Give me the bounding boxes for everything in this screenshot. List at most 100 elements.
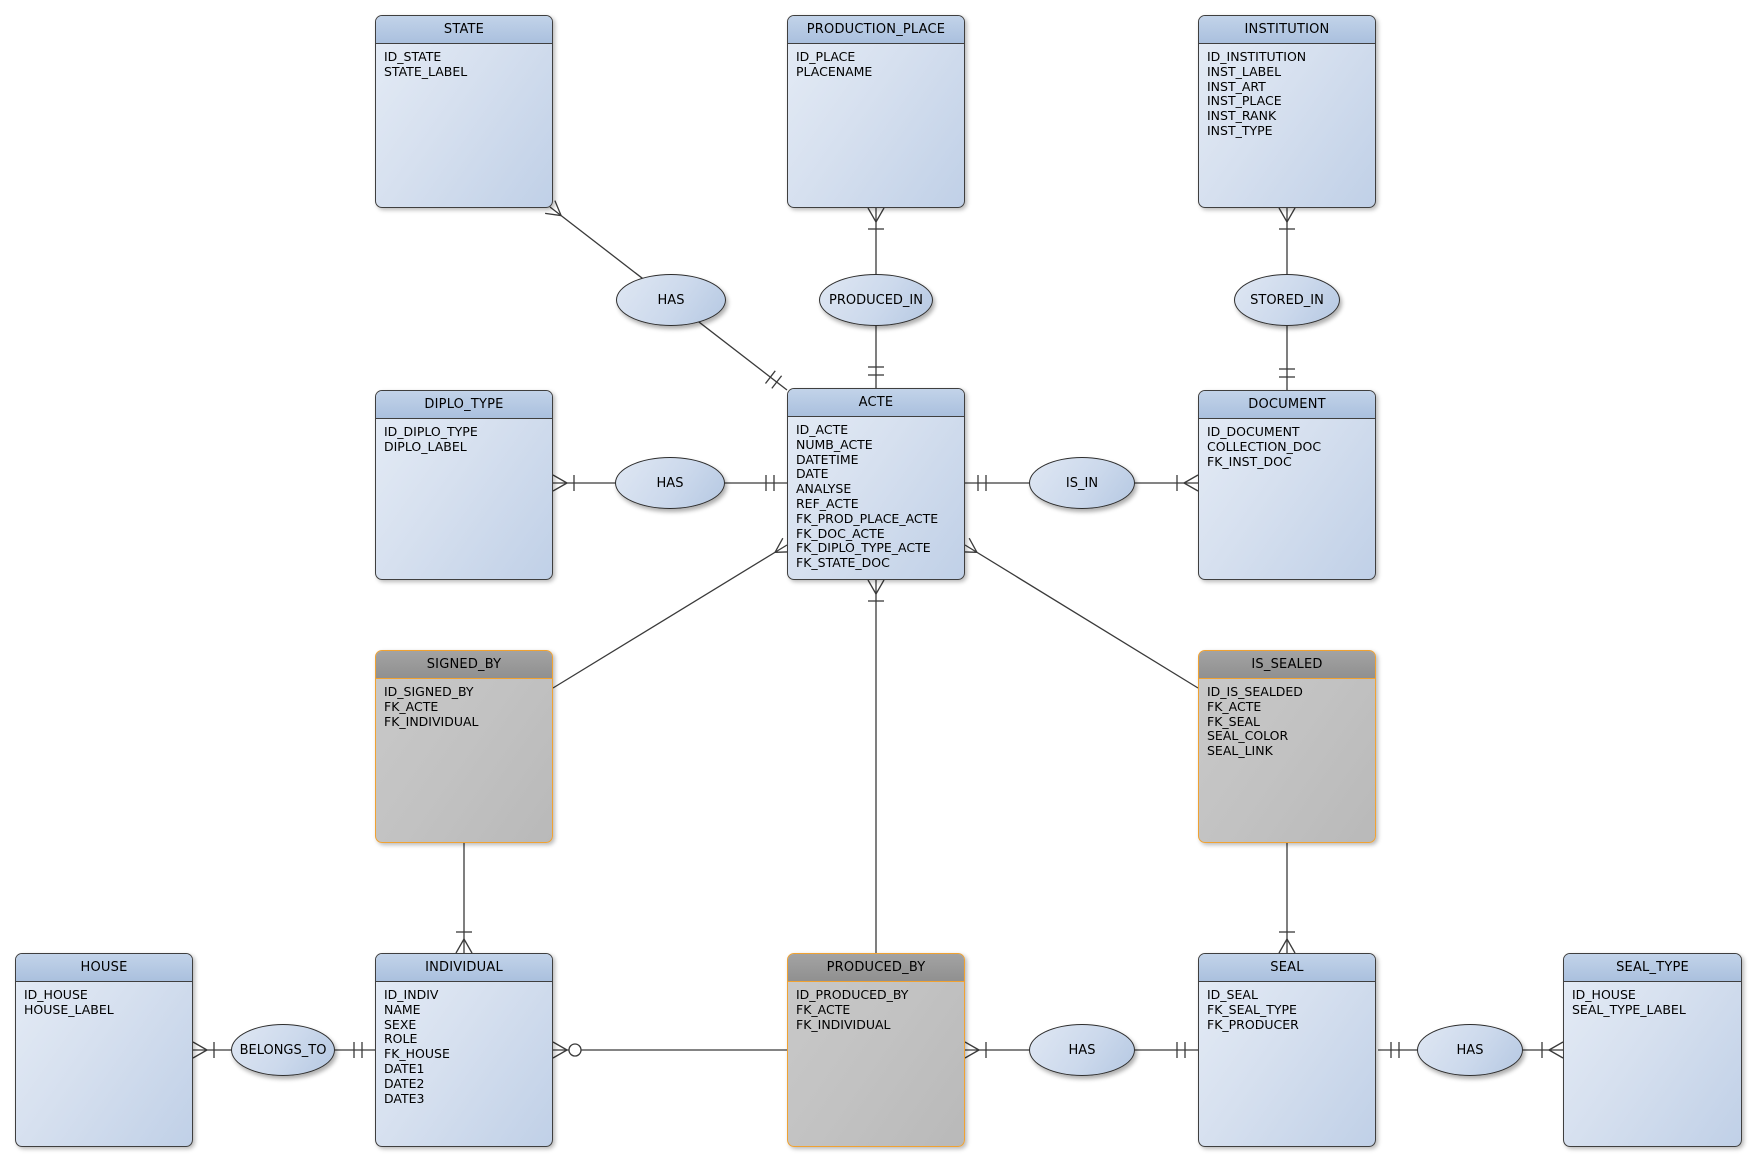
entity-field: FK_SEAL_TYPE <box>1207 1001 1297 1017</box>
connection-line <box>875 579 885 595</box>
entity-field: ROLE <box>384 1031 418 1047</box>
entity-field: ID_HOUSE <box>24 987 88 1002</box>
relation-label: BELONGS_TO <box>239 1042 327 1058</box>
cardinality-circle <box>568 1043 582 1057</box>
connection-line <box>1286 938 1296 954</box>
relation-label: IS_IN <box>1065 475 1099 491</box>
entity-field: SEAL_LINK <box>1207 743 1273 759</box>
relation-label: HAS <box>1456 1042 1484 1058</box>
entity-title: INDIVIDUAL <box>376 954 552 982</box>
entity-field: ID_DIPLO_TYPE <box>384 424 478 439</box>
relation-produced-in[interactable]: PRODUCED_IN <box>819 274 933 326</box>
connection-line <box>1548 1041 1564 1051</box>
entity-field: SEAL_TYPE_LABEL <box>1572 1001 1686 1017</box>
entity-title: SEAL_TYPE <box>1564 954 1741 982</box>
connection-line <box>771 375 783 389</box>
entity-field: HOUSE_LABEL <box>24 1001 114 1017</box>
entity-field: FK_SEAL <box>1207 713 1260 729</box>
entity-field: FK_INDIVIDUAL <box>796 1016 891 1032</box>
connection-line <box>552 1041 568 1051</box>
entity-field: FK_DIPLO_TYPE_ACTE <box>796 540 931 556</box>
entity-field: DATETIME <box>796 451 859 467</box>
connection-line <box>1278 938 1288 954</box>
entity-field: ID_SEAL <box>1207 987 1258 1002</box>
entity-title: IS_SEALED <box>1199 651 1375 679</box>
relation-is-in[interactable]: IS_IN <box>1029 457 1135 509</box>
entity-title: DOCUMENT <box>1199 391 1375 419</box>
entity-title: STATE <box>376 16 552 44</box>
connection-line <box>192 1049 208 1059</box>
entity-title: SIGNED_BY <box>376 651 552 679</box>
entity-field: FK_PRODUCER <box>1207 1016 1299 1032</box>
entity-field: DIPLO_LABEL <box>384 438 467 454</box>
entity-field: FK_ACTE <box>384 698 439 714</box>
relation-has-state-acte[interactable]: HAS <box>616 274 726 326</box>
entity-title: INSTITUTION <box>1199 16 1375 44</box>
entity-field: DATE2 <box>384 1075 425 1091</box>
entity-field: ANALYSE <box>796 481 852 497</box>
connection-line <box>192 1041 208 1051</box>
entity-field: INST_LABEL <box>1207 63 1282 79</box>
relation-label: HAS <box>656 475 684 491</box>
connection-line <box>552 482 568 492</box>
entity-field: ID_INDIV <box>384 987 439 1002</box>
entity-field: DATE3 <box>384 1090 425 1106</box>
relation-has-seal-sealtype[interactable]: HAS <box>1417 1024 1523 1076</box>
connection-line <box>545 212 562 217</box>
entity-title: PRODUCTION_PLACE <box>788 16 964 44</box>
entity-field: ID_DOCUMENT <box>1207 424 1300 439</box>
entity-field: STATE_LABEL <box>384 63 468 79</box>
entity-field: DATE <box>796 466 829 482</box>
entity-field: PLACENAME <box>796 63 873 79</box>
entity-field: FK_PROD_PLACE_ACTE <box>796 510 939 526</box>
connection-line <box>463 938 473 954</box>
connection-line <box>764 370 776 384</box>
entity-field: ID_PRODUCED_BY <box>796 987 909 1002</box>
entity-field: ID_STATE <box>384 49 442 64</box>
entity-field: NAME <box>384 1001 421 1017</box>
relation-has-producedby-seal[interactable]: HAS <box>1029 1024 1135 1076</box>
relation-label: STORED_IN <box>1250 292 1324 308</box>
relation-label: HAS <box>657 292 685 308</box>
entity-title: HOUSE <box>16 954 192 982</box>
entity-field: ID_INSTITUTION <box>1207 49 1307 64</box>
entity-field: ID_SIGNED_BY <box>384 684 474 699</box>
connection-line <box>552 1049 568 1059</box>
connection-line <box>968 537 978 553</box>
entity-field: ID_IS_SEALDED <box>1207 684 1303 699</box>
connection-line <box>554 200 562 216</box>
entity-field: NUMB_ACTE <box>796 436 873 452</box>
connection-line <box>964 1049 980 1059</box>
entity-field: SEAL_COLOR <box>1207 728 1289 744</box>
entity-title: DIPLO_TYPE <box>376 391 552 419</box>
connection-line <box>774 537 784 553</box>
entity-title: PRODUCED_BY <box>788 954 964 982</box>
relation-belongs-to[interactable]: BELONGS_TO <box>231 1024 335 1076</box>
relation-has-diplo-acte[interactable]: HAS <box>615 457 725 509</box>
relation-stored-in[interactable]: STORED_IN <box>1234 274 1340 326</box>
connection-line <box>455 938 465 954</box>
entity-field: ID_HOUSE <box>1572 987 1636 1002</box>
